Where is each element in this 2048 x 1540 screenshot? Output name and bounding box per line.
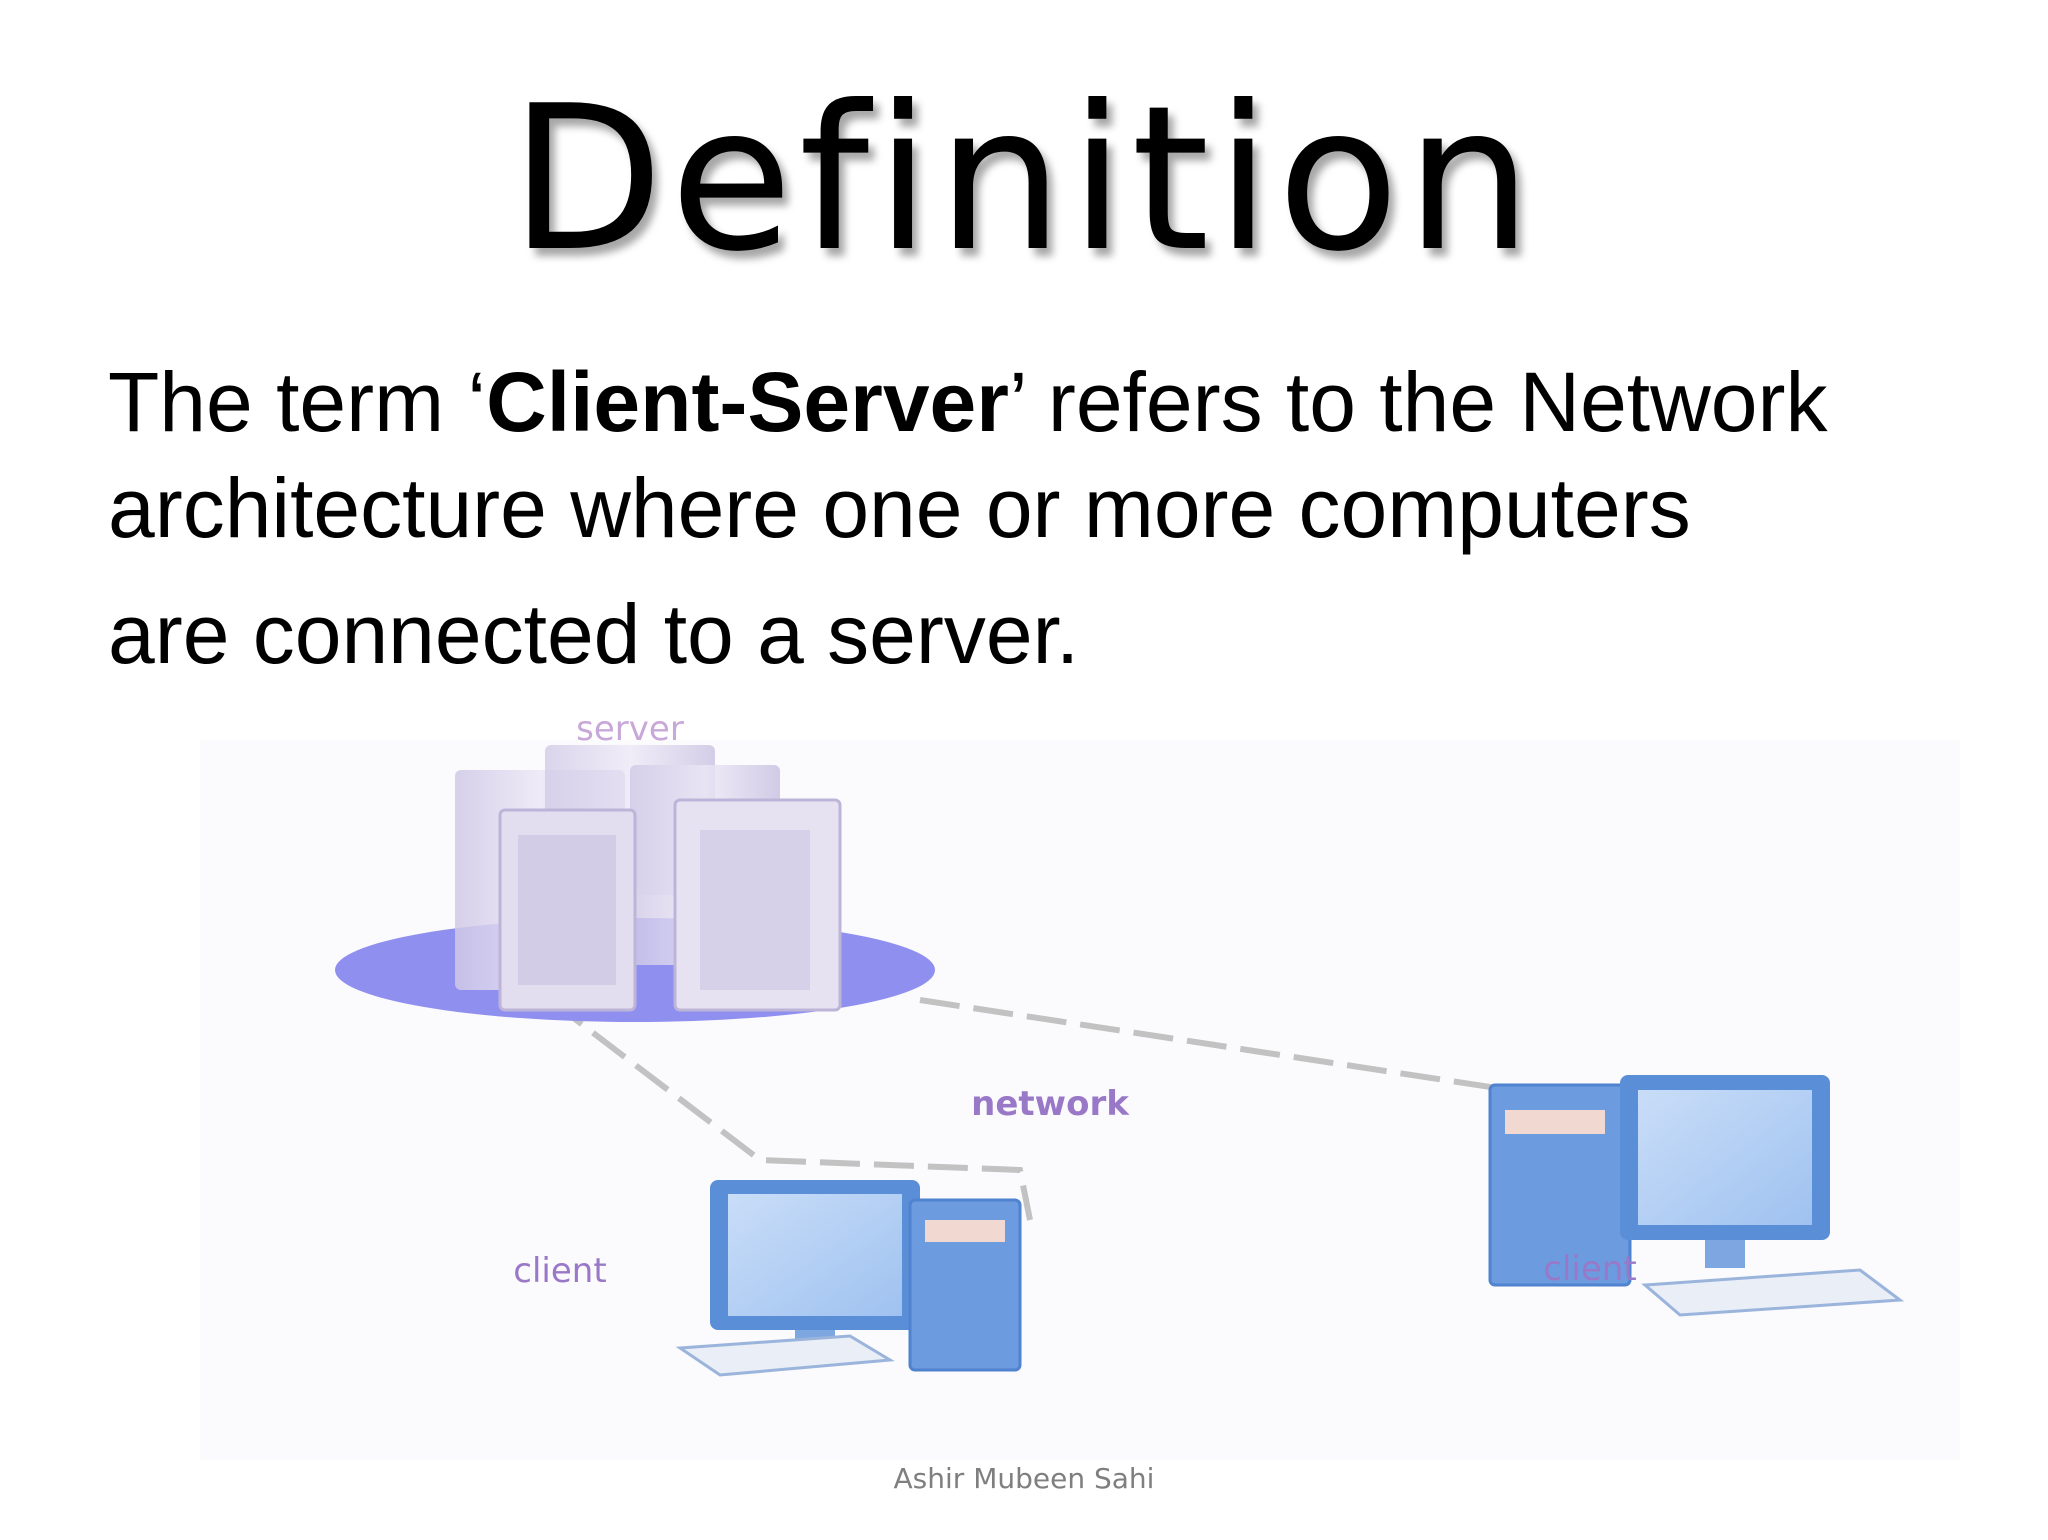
cable-to-left-client xyxy=(548,997,1033,1221)
server-tower-front-left-panel xyxy=(518,835,616,985)
server-label: server xyxy=(576,709,684,749)
right-client-keyboard xyxy=(1641,1268,1905,1317)
slide-footer-author: Ashir Mubeen Sahi xyxy=(893,1462,1155,1495)
right-client-label: client xyxy=(1543,1249,1636,1289)
network-cables xyxy=(548,997,1511,1221)
left-client-tower xyxy=(908,1198,1022,1372)
server-group: server xyxy=(335,709,935,1022)
left-client-screen xyxy=(728,1194,902,1316)
left-client-keyboard xyxy=(675,1334,895,1377)
left-client-drive-slot xyxy=(925,1220,1005,1242)
network-label: network xyxy=(971,1084,1130,1124)
paragraph-line-1-suffix: ’ refers to the Network xyxy=(1008,355,1828,449)
paragraph-line-3: are connected to a server. xyxy=(108,587,1080,681)
paragraph-line-2: architecture where one or more computers xyxy=(108,461,1691,555)
paragraph-line-1: The term ‘Client-Server’ refers to the N… xyxy=(108,352,1988,452)
right-client-drive-slot xyxy=(1505,1110,1605,1134)
server-tower-front-right-panel xyxy=(700,830,810,990)
client-computer-right: client xyxy=(1488,1075,1905,1317)
client-server-diagram: server network client client xyxy=(200,709,1960,1460)
left-client-label: client xyxy=(513,1251,606,1291)
cable-to-right-client xyxy=(919,997,1511,1093)
paragraph-line-1-prefix: The term ‘ xyxy=(108,355,487,449)
right-client-screen xyxy=(1638,1090,1812,1225)
client-computer-left: client xyxy=(513,1180,1022,1377)
client-server-term: Client-Server xyxy=(486,355,1009,449)
slide-title: Definition xyxy=(509,63,1539,296)
right-client-monitor-stand xyxy=(1705,1240,1745,1268)
